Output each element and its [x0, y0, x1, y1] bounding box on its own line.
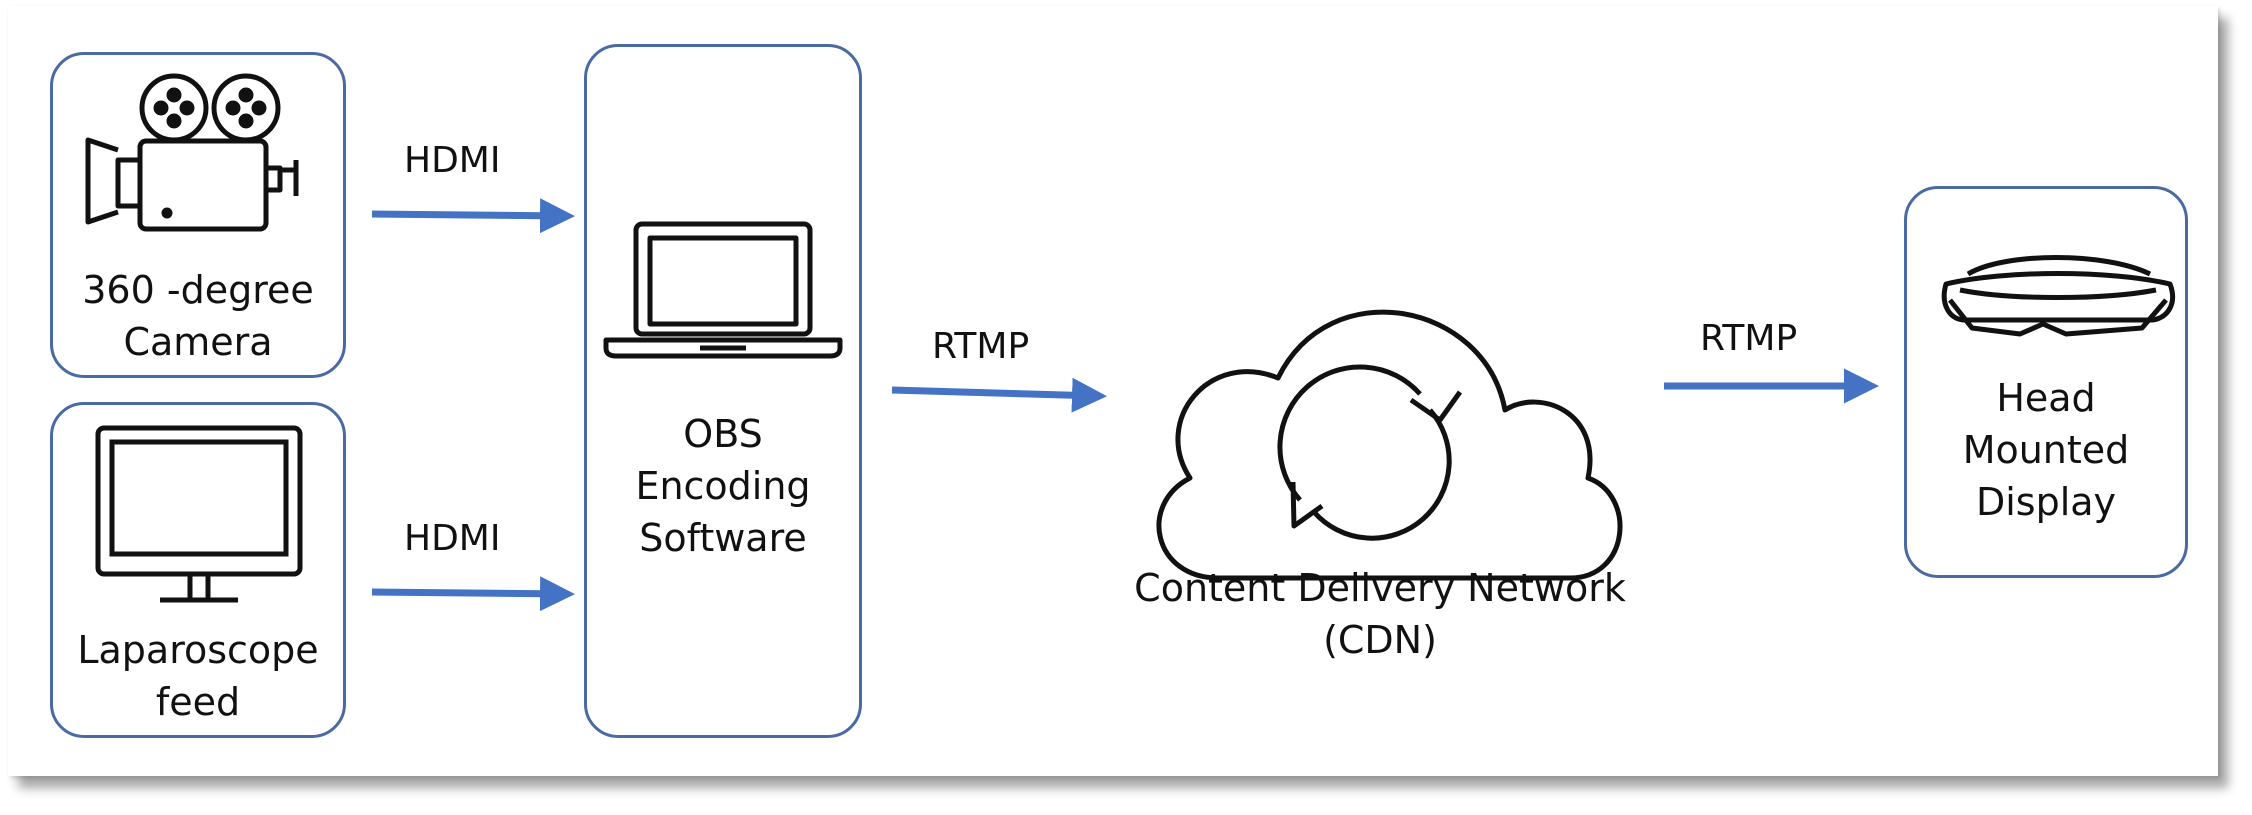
cdn-label-line1: Content Delivery Network [1134, 566, 1626, 610]
cdn-label-line2: (CDN) [1323, 618, 1437, 662]
hmd-label-line3: Display [1975, 480, 2117, 524]
hmd-label-line1: Head [1996, 376, 2096, 420]
obs-node [584, 44, 862, 738]
camera-label-line2: Camera [123, 320, 273, 364]
cloud-sync-icon [1156, 309, 1623, 581]
hmd-label-line2: Mounted [1962, 428, 2130, 472]
camera-node [50, 52, 346, 378]
vr-headset-icon [1941, 255, 2175, 337]
monitor-icon [95, 425, 303, 603]
laparoscope-label-line1: Laparoscope [77, 628, 319, 672]
edge-label-obs-to-cdn: RTMP [932, 326, 1030, 367]
laparoscope-label-line2: feed [155, 680, 241, 724]
laptop-icon [603, 221, 843, 359]
edge-label-cdn-to-hmd: RTMP [1700, 318, 1798, 359]
camera-label: 360 -degree Camera [50, 264, 346, 368]
hmd-label: Head Mounted Display [1904, 372, 2188, 528]
obs-label-line1: OBS [683, 412, 763, 456]
camera-label-line1: 360 -degree [82, 268, 314, 312]
hmd-node [1904, 186, 2188, 578]
obs-label-line3: Software [639, 516, 807, 560]
arrow-obs-to-cdn [891, 377, 1107, 413]
arrow-laparoscope-to-obs [371, 576, 575, 612]
edge-label-laparoscope-to-obs: HDMI [404, 518, 501, 559]
arrows [371, 198, 1879, 612]
movie-camera-icon [85, 73, 299, 232]
obs-label-line2: Encoding [635, 464, 811, 508]
obs-label: OBS Encoding Software [584, 408, 862, 564]
cdn-label: Content Delivery Network (CDN) [1120, 562, 1640, 666]
laparoscope-label: Laparoscope feed [50, 624, 346, 728]
arrow-camera-to-obs [371, 198, 575, 234]
edge-label-camera-to-obs: HDMI [404, 140, 501, 181]
